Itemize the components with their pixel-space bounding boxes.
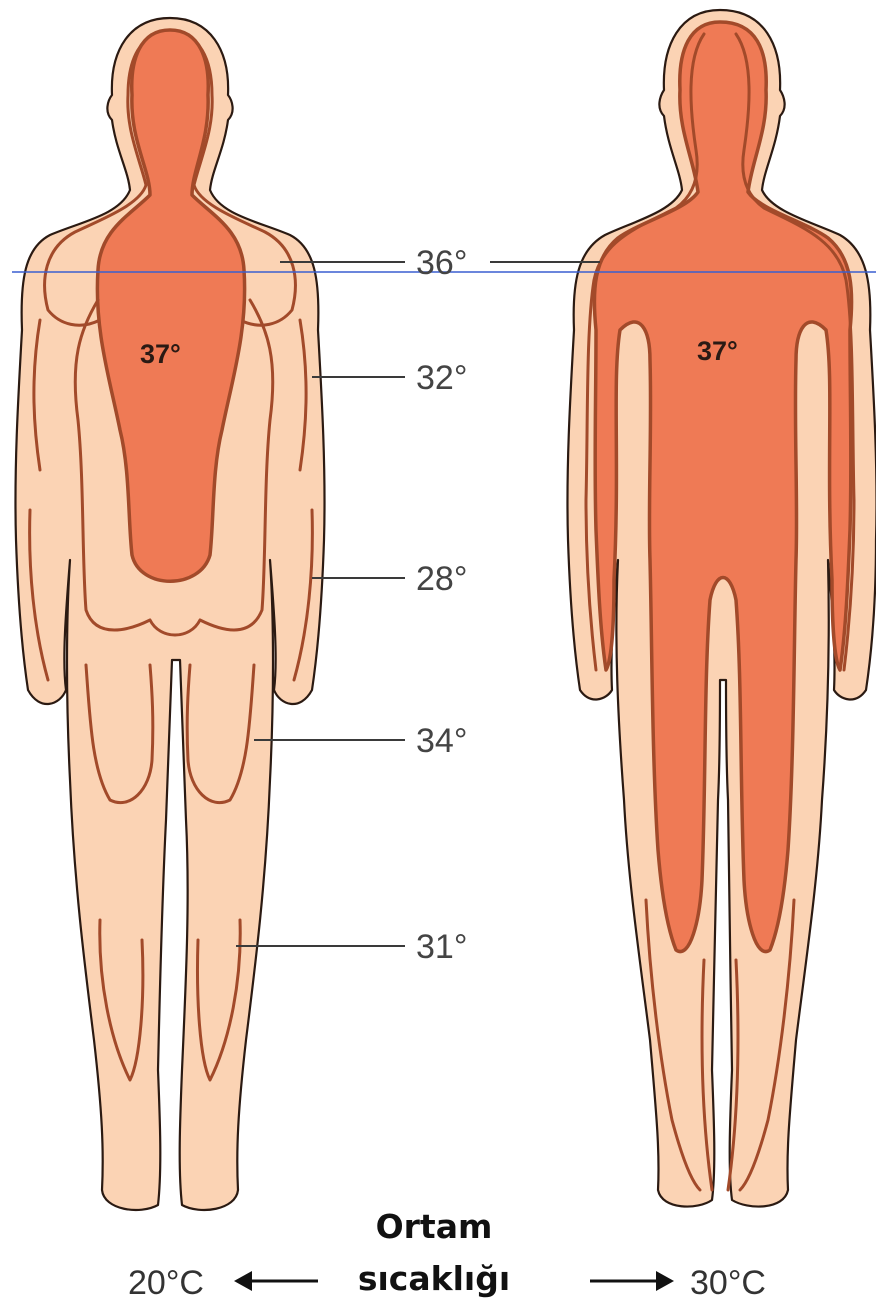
- isotherm-label-31: 31°: [416, 928, 467, 966]
- core-label-right: 37°: [697, 336, 738, 366]
- right-arrow-icon: [590, 1271, 674, 1291]
- caption-line-2: sıcaklığı: [358, 1259, 510, 1298]
- ambient-temp-right: 30°C: [690, 1264, 766, 1302]
- isotherm-label-32: 32°: [416, 359, 467, 397]
- core-label-left: 37°: [140, 339, 181, 369]
- ambient-temp-left: 20°C: [128, 1264, 204, 1302]
- right-figure-warm: [567, 10, 876, 1207]
- isotherm-label-36: 36°: [416, 244, 467, 282]
- isotherm-label-34: 34°: [416, 722, 467, 760]
- left-arrow-icon: [234, 1271, 318, 1291]
- isotherm-label-28: 28°: [416, 560, 467, 598]
- left-figure-cold: [15, 18, 324, 1210]
- caption-line-1: Ortam: [376, 1207, 493, 1246]
